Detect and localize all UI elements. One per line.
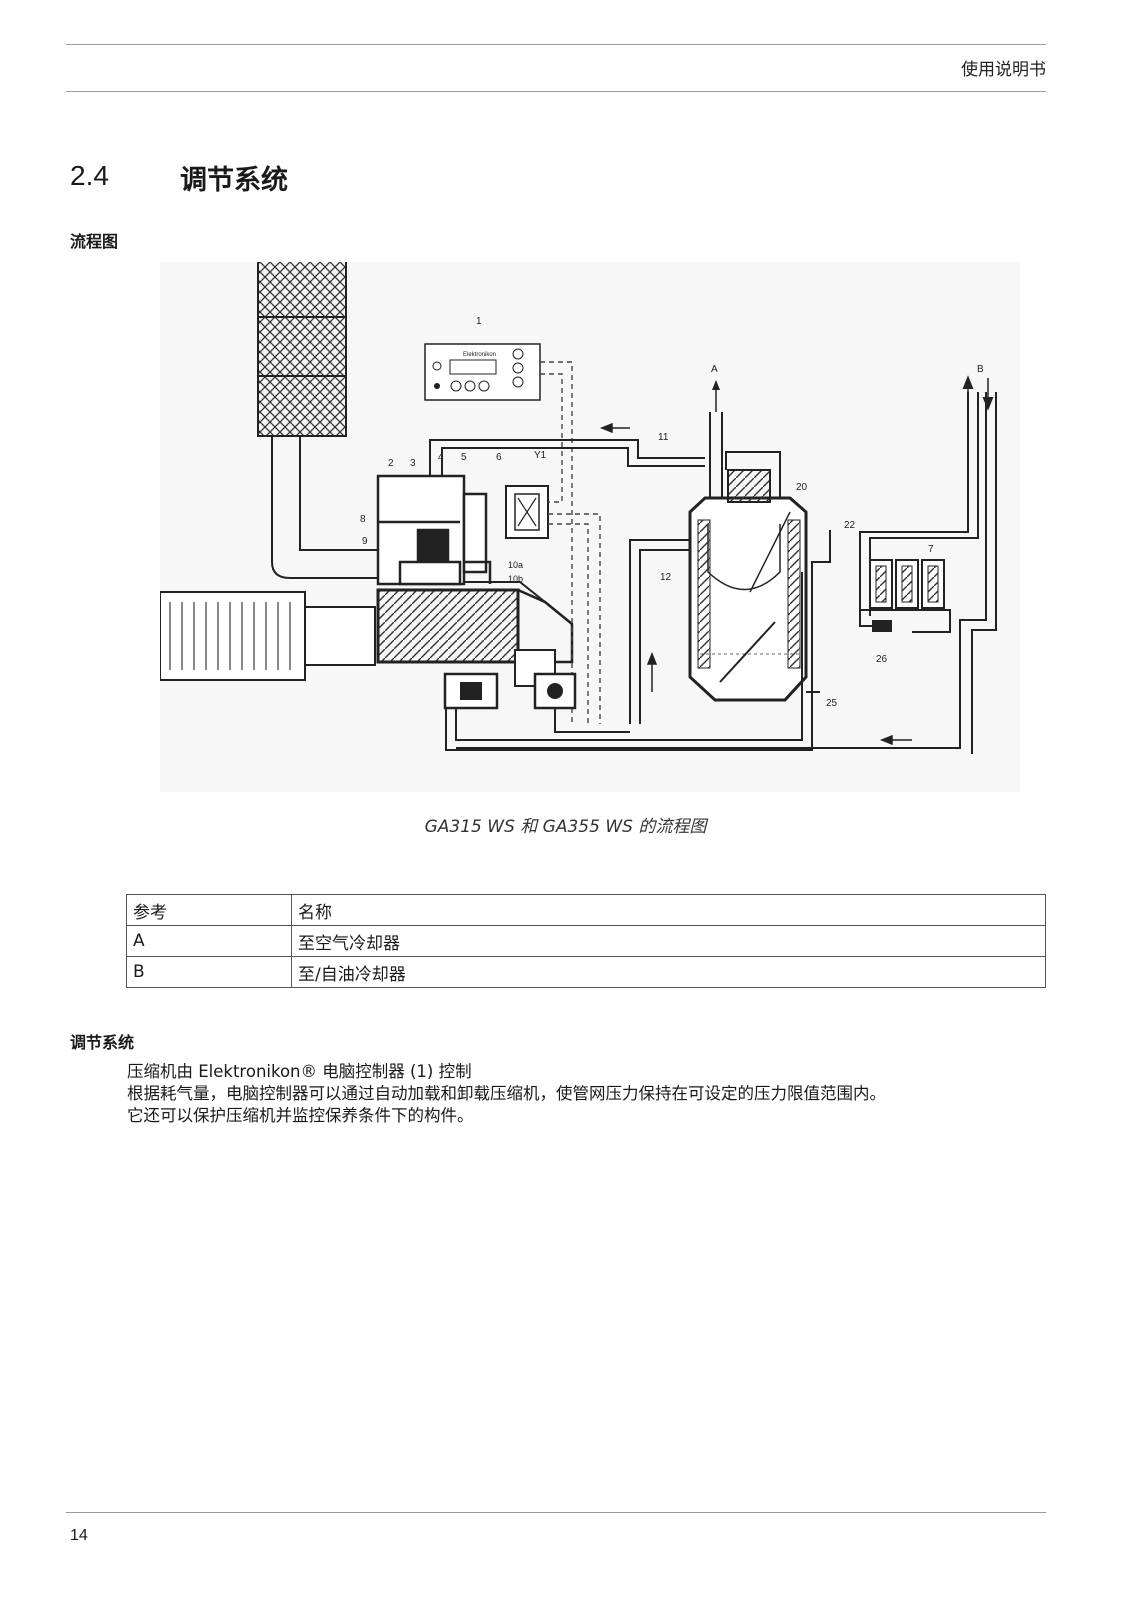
discharge-pipe <box>629 539 690 724</box>
flow-arrows <box>599 422 912 746</box>
motor <box>160 591 376 681</box>
label-20: 20 <box>796 482 808 493</box>
table-cell: 至空气冷却器 <box>291 925 1046 957</box>
cooler-pipe <box>271 436 378 579</box>
table-header-cell: 参考 <box>126 894 292 926</box>
document-title: 使用说明书 <box>961 60 1046 80</box>
compressor-element <box>376 581 574 687</box>
label-9: 9 <box>362 536 368 547</box>
table-cell: 至/自油冷却器 <box>291 956 1046 988</box>
footer-rule <box>66 1512 1046 1513</box>
body-line: 压缩机由 Elektronikon® 电脑控制器 (1) 控制 <box>127 1062 472 1081</box>
reference-table: 参考 名称 A 至空气冷却器 B 至/自油冷却器 <box>126 894 1046 988</box>
label-5: 5 <box>461 452 467 463</box>
table-header-row: 参考 名称 <box>126 894 1046 926</box>
table-cell: A <box>126 925 292 957</box>
label-2: 2 <box>388 458 394 469</box>
table-row: A 至空气冷却器 <box>126 925 1046 957</box>
elektronikon-controller: Elektronikon <box>424 343 541 401</box>
label-b: B <box>977 364 984 375</box>
table-cell: B <box>126 956 292 988</box>
oil-filters <box>860 559 951 633</box>
section-number: 2.4 <box>70 160 109 191</box>
label-22: 22 <box>844 520 856 531</box>
label-11: 11 <box>658 432 669 443</box>
oil-separator <box>688 380 808 702</box>
regulating-system-heading: 调节系统 <box>70 1033 135 1052</box>
oil-stop-valve <box>443 672 577 710</box>
section-title: 调节系统 <box>180 165 288 196</box>
label-8: 8 <box>360 514 366 525</box>
body-paragraph: 压缩机由 Elektronikon® 电脑控制器 (1) 控制 根据耗气量，电脑… <box>127 1061 886 1127</box>
page-number: 14 <box>70 1527 88 1544</box>
label-a: A <box>711 364 718 375</box>
solenoid-valve-y1 <box>505 485 549 539</box>
table-header-cell: 名称 <box>291 894 1046 926</box>
label-4: 4 <box>438 452 444 463</box>
table-row: B 至/自油冷却器 <box>126 956 1046 988</box>
control-lines <box>540 361 601 724</box>
flow-diagram: Elektronikon <box>160 262 1020 792</box>
inlet-valve <box>376 474 492 586</box>
label-1: 1 <box>476 316 482 327</box>
label-7: 7 <box>928 544 934 555</box>
controller-brand: Elektronikon <box>463 352 496 358</box>
label-10b: 10b <box>508 574 523 584</box>
label-6: 6 <box>496 452 502 463</box>
pipe-11 <box>429 439 705 476</box>
label-25: 25 <box>826 698 838 709</box>
label-26: 26 <box>876 654 888 665</box>
figure-caption: GA315 WS 和 GA355 WS 的流程图 <box>424 817 707 837</box>
air-cooler <box>257 262 347 437</box>
label-12: 12 <box>660 572 672 583</box>
body-line: 它还可以保护压缩机并监控保养条件下的构件。 <box>127 1106 474 1125</box>
label-y1: Y1 <box>534 450 547 461</box>
body-line: 根据耗气量，电脑控制器可以通过自动加载和卸载压缩机，使管网压力保持在可设定的压力… <box>127 1084 886 1103</box>
header-top-rule <box>66 44 1046 45</box>
reference-labels: 1 2 3 4 5 6 Y1 7 8 9 10a 10b 11 12 20 22… <box>360 316 984 709</box>
header-bottom-rule <box>66 91 1046 92</box>
label-3: 3 <box>410 458 416 469</box>
flow-diagram-heading: 流程图 <box>70 232 119 251</box>
label-10a: 10a <box>508 560 523 570</box>
